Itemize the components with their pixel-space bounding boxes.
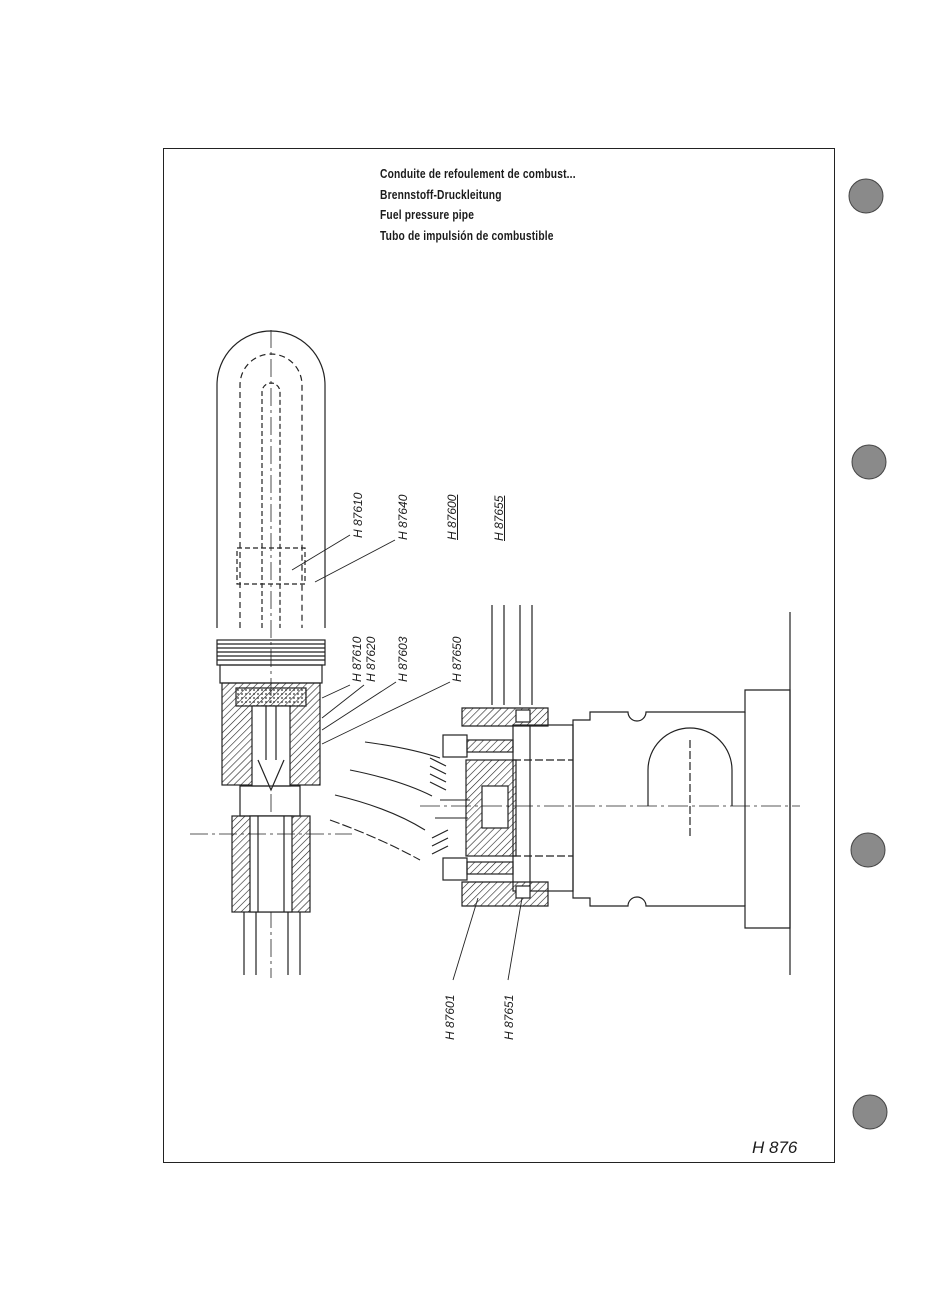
label-h87610-lower: H 87610 xyxy=(350,636,364,682)
drawing-frame xyxy=(163,148,835,1163)
title-block: Conduite de refoulement de combust... Br… xyxy=(380,164,700,246)
flange-assembly xyxy=(420,605,800,975)
label-h87620: H 87620 xyxy=(364,636,378,682)
label-h87601: H 87601 xyxy=(443,994,457,1040)
title-english: Fuel pressure pipe xyxy=(380,208,475,222)
sheet-number: H 876 xyxy=(752,1138,798,1157)
label-h87650: H 87650 xyxy=(450,636,464,682)
title-german: Brennstoff-Druckleitung xyxy=(380,187,502,202)
label-h87655: H 87655 xyxy=(492,495,506,541)
pipe-assembly xyxy=(190,330,352,978)
curved-pipes xyxy=(329,741,470,861)
title-french: Conduite de refoulement de combust... xyxy=(380,167,576,181)
punch-holes xyxy=(848,178,888,1130)
leader-lines xyxy=(291,534,523,981)
label-h87610: H 87610 xyxy=(351,492,365,538)
label-h87640: H 87640 xyxy=(396,494,410,540)
label-h87603: H 87603 xyxy=(396,636,410,682)
title-spanish: Tubo de impulsión de combustible xyxy=(380,228,554,243)
label-h87600: H 87600 xyxy=(445,494,459,540)
label-h87651: H 87651 xyxy=(502,994,516,1040)
